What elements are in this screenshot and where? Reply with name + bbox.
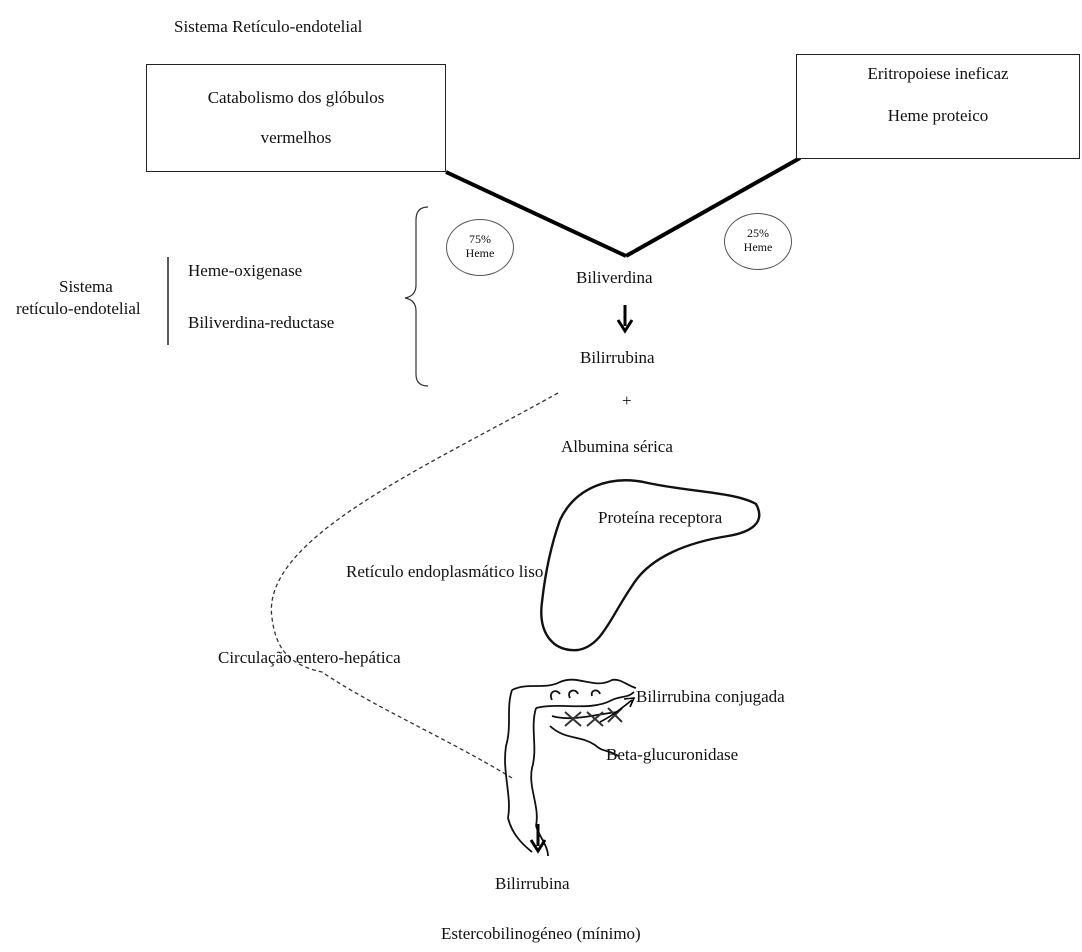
reticulo-label: Retículo endoplasmático liso [346,562,543,582]
left-box-line2: vermelhos [147,128,445,148]
beta-glucuronidase-label: Beta-glucuronidase [606,745,738,765]
circulacao-label: Circulação entero-hepática [218,648,401,668]
right-box-erythropoiesis: Eritropoiese ineficaz Heme proteico [796,54,1080,159]
left-box-catabolism: Catabolismo dos glóbulos vermelhos [146,64,446,172]
biliverdin-reductase-label: Biliverdina-reductase [188,313,334,333]
estercobilinogeneo-label: Estercobilinogéneo (mínimo) [441,924,641,944]
top-title: Sistema Retículo-endotelial [174,17,362,37]
heme-75-label: Heme [447,246,513,260]
bilirrubina-conjugada-label: Bilirrubina conjugada [636,687,785,707]
plus-sign: + [622,391,632,411]
bilirrubina-top-label: Bilirrubina [580,348,655,368]
right-box-line2: Heme proteico [797,106,1079,126]
liver-outline [541,480,759,650]
heme-25-label: Heme [725,240,791,254]
heme-25-pct: 25% [725,226,791,240]
enzyme-brace [405,207,428,386]
arrow-intestine-down [531,824,545,851]
heme-75-ellipse: 75% Heme [446,219,514,276]
arrow-biliverdina-to-bilirrubina [618,305,632,331]
proteina-receptora-label: Proteína receptora [598,508,722,528]
intestine-cross-marks [565,708,622,726]
side-system-line1: Sistema [59,277,113,297]
heme-oxygenase-label: Heme-oxigenase [188,261,302,281]
heme-25-ellipse: 25% Heme [724,213,792,270]
intestine-drawing [505,680,636,856]
left-box-line1: Catabolismo dos glóbulos [147,88,445,108]
side-system-line2: retículo-endotelial [16,299,141,319]
biliverdina-label: Biliverdina [576,268,652,288]
albumina-label: Albumina sérica [561,437,673,457]
enterohepatic-dashed-path [271,393,558,778]
heme-75-pct: 75% [447,232,513,246]
bilirrubina-bottom-label: Bilirrubina [495,874,570,894]
right-box-line1: Eritropoiese ineficaz [797,64,1079,84]
